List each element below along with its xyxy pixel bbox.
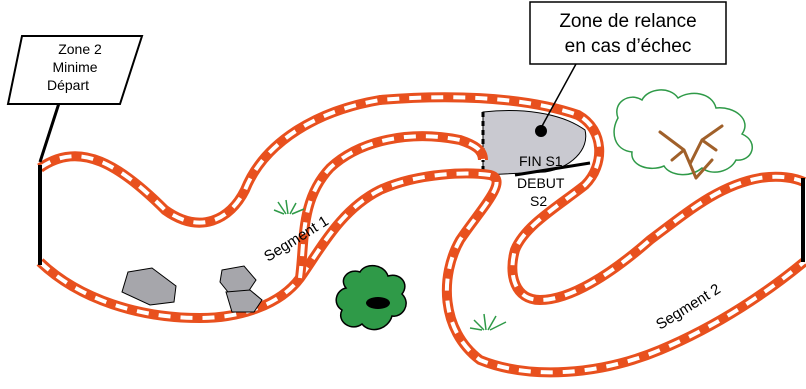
callout-line-2: en cas d’échec [565, 36, 692, 57]
rock-left [122, 268, 176, 305]
end-s1-label: FIN S1 [519, 153, 563, 169]
sign-line-1: Zone 2 [58, 41, 102, 57]
rock-middle-upper [220, 266, 256, 292]
rock-middle-lower [226, 290, 262, 312]
sign-line-2: Minime [52, 59, 97, 75]
sign-line-3: Départ [47, 77, 89, 93]
rocks [122, 266, 262, 312]
start-s2-label-line-2: S2 [530, 193, 547, 209]
start-sign: Zone 2 Minime Départ [8, 36, 142, 162]
tree [614, 90, 752, 178]
callout-line-1: Zone de relance [559, 11, 696, 32]
grass-tuft-upper [274, 200, 304, 214]
start-s2-label-line-1: DEBUT [517, 175, 565, 191]
bush [336, 266, 406, 330]
grass-tuft-lower [470, 314, 506, 330]
